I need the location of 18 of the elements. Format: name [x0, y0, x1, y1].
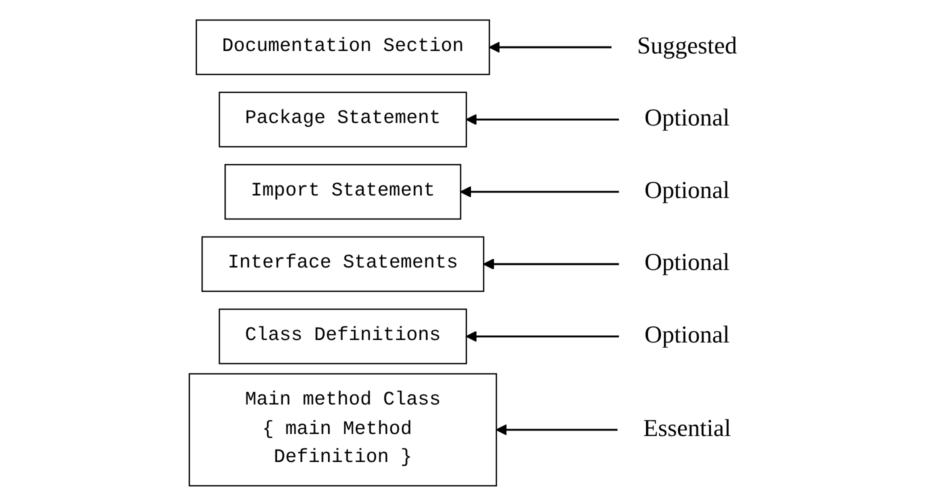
node-box: Main method Class { main Method Definition } — [188, 372, 498, 486]
node-box: Package Statement — [218, 91, 467, 147]
node-box: Interface Statements — [201, 236, 484, 292]
arrow — [483, 258, 619, 270]
node-text: Optional — [644, 104, 730, 132]
arrow — [466, 113, 619, 125]
arrow — [466, 330, 619, 342]
arrow — [496, 424, 618, 435]
node-text: Suggested — [637, 32, 738, 60]
node-box: Class Definitions — [218, 308, 467, 364]
node-box: Documentation Section — [196, 18, 490, 75]
arrow — [488, 41, 612, 52]
arrow — [460, 186, 619, 197]
node-text: Optional — [644, 176, 730, 204]
node-text: Optional — [644, 249, 730, 276]
node-box: Import Statement — [224, 164, 462, 220]
node-text: Essential — [643, 414, 731, 442]
node-text: Optional — [644, 322, 730, 348]
